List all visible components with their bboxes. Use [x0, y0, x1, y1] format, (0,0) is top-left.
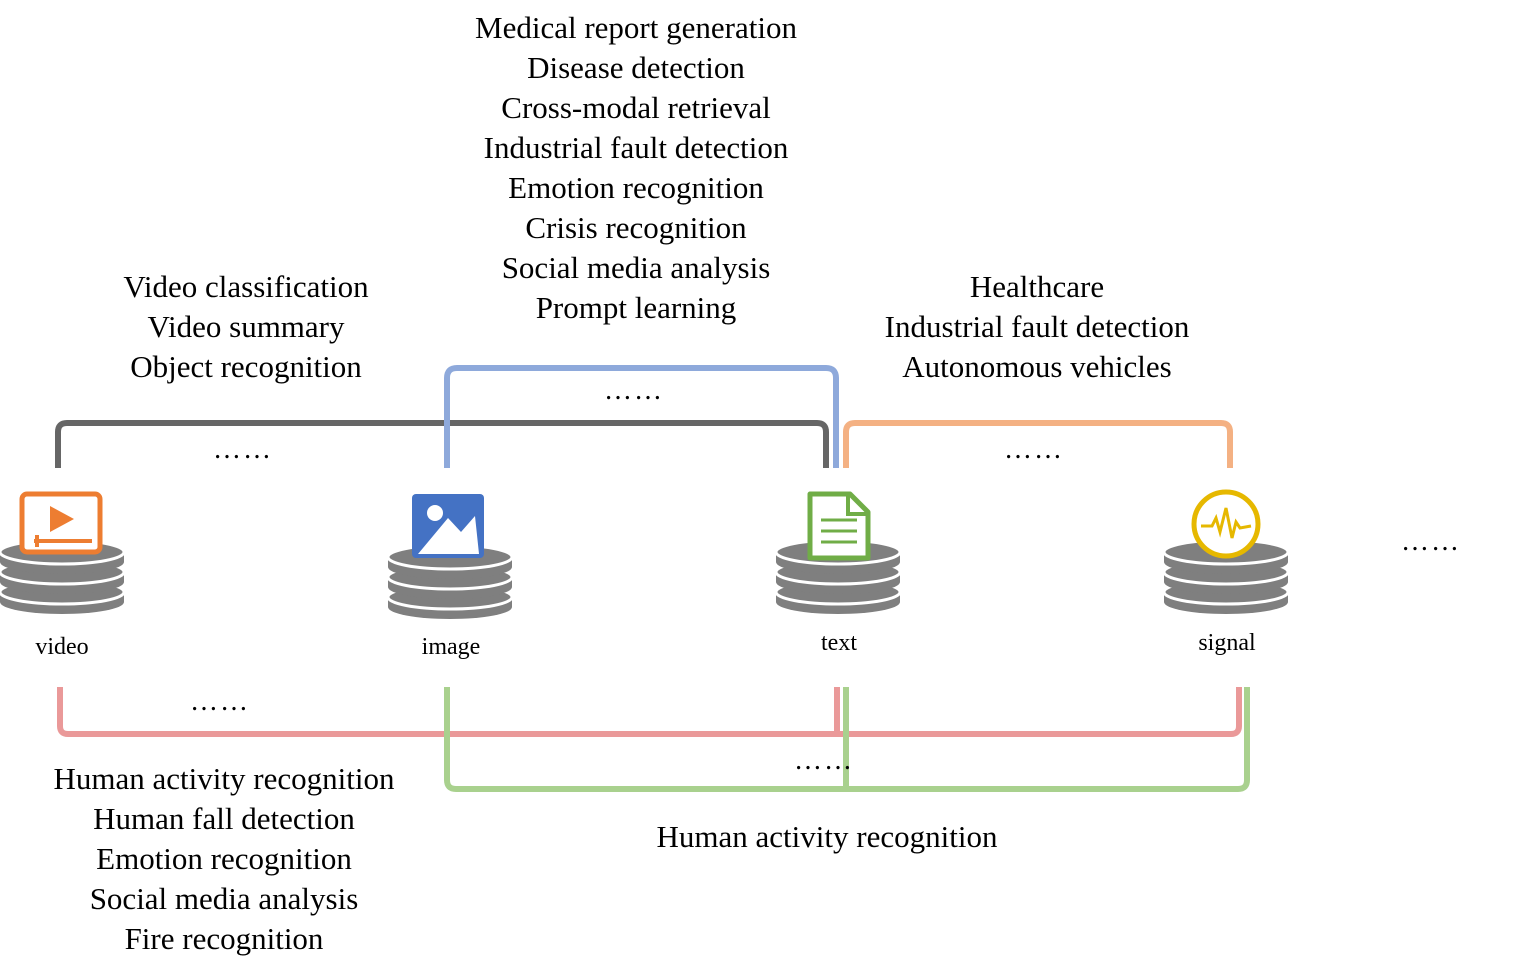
image-label: image — [421, 634, 481, 660]
task-item: Human activity recognition — [656, 819, 998, 854]
image-text-signal-ellipsis: …… — [794, 745, 854, 776]
image-icon — [412, 494, 484, 558]
more-modalities-ellipsis: …… — [1401, 526, 1461, 557]
text-signal-ellipsis: …… — [1004, 434, 1064, 465]
task-item: Industrial fault detection — [483, 130, 789, 165]
task-item: Emotion recognition — [96, 841, 352, 876]
task-item: Human fall detection — [93, 801, 355, 836]
image-text-bracket — [444, 365, 839, 468]
task-item: Autonomous vehicles — [902, 349, 1172, 384]
task-item: Healthcare — [969, 269, 1105, 304]
image-text-ellipsis: …… — [604, 375, 664, 406]
image-text-signal-task-list: Human activity recognition — [607, 817, 1047, 857]
signal-label: signal — [1198, 630, 1256, 656]
image-database-icon — [386, 543, 514, 619]
text-label: text — [821, 630, 857, 656]
signal-waveform-icon — [1191, 489, 1261, 559]
task-item: Video classification — [123, 269, 369, 304]
task-item: Fire recognition — [124, 921, 324, 956]
task-item: Social media analysis — [501, 250, 771, 285]
task-item: Crisis recognition — [525, 210, 747, 245]
video-text-signal-ellipsis: …… — [190, 686, 250, 717]
signal-database-icon — [1162, 538, 1290, 614]
task-item: Industrial fault detection — [884, 309, 1190, 344]
video-text-signal-bracket — [57, 687, 1242, 737]
task-item: Prompt learning — [535, 290, 737, 325]
task-item: Cross-modal retrieval — [501, 90, 771, 125]
video-text-ellipsis: …… — [213, 434, 273, 465]
task-item: Object recognition — [130, 349, 362, 384]
task-item: Social media analysis — [89, 881, 359, 916]
text-signal-bracket — [843, 420, 1233, 468]
task-item: Human activity recognition — [53, 761, 395, 796]
document-icon — [807, 491, 871, 561]
video-play-icon — [19, 491, 103, 555]
task-item: Medical report generation — [475, 10, 797, 45]
video-text-bracket — [55, 420, 829, 468]
task-item: Disease detection — [527, 50, 745, 85]
task-item: Emotion recognition — [508, 170, 764, 205]
video-label: video — [35, 634, 89, 660]
task-item: Video summary — [147, 309, 345, 344]
image-text-signal-bracket — [444, 687, 1250, 792]
